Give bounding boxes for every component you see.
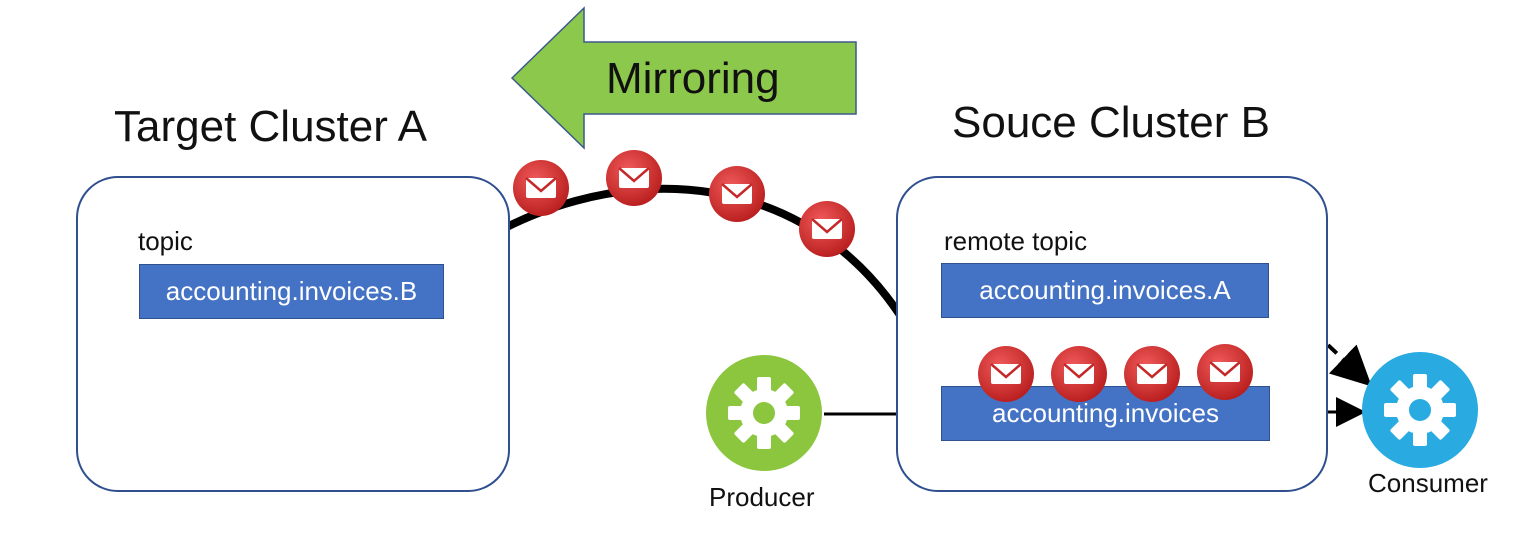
mirroring-label: Mirroring	[606, 54, 780, 103]
envelope-icon	[799, 201, 855, 257]
envelope-icon	[606, 150, 662, 206]
envelope-icon	[1197, 344, 1253, 400]
consumer-gear-icon	[1362, 352, 1478, 468]
source-cluster-title: Souce Cluster B	[952, 98, 1270, 147]
mirroring-arrow	[510, 6, 857, 150]
remote-topic-label: remote topic	[944, 226, 1088, 256]
producer-label: Producer	[709, 482, 815, 512]
envelope-icon	[513, 160, 569, 216]
target-topic-box: accounting.invoices.B	[139, 264, 444, 319]
remote-topic-box: accounting.invoices.A	[941, 263, 1269, 318]
envelope-icon	[709, 166, 765, 222]
target-cluster-box	[76, 176, 510, 492]
target-topic-label: topic	[138, 226, 193, 256]
envelope-icon	[1124, 346, 1180, 402]
producer-gear-icon	[706, 355, 822, 471]
envelope-icon	[1051, 346, 1107, 402]
target-cluster-title: Target Cluster A	[114, 102, 428, 151]
consumer-label: Consumer	[1368, 468, 1488, 498]
envelope-icon	[978, 346, 1034, 402]
